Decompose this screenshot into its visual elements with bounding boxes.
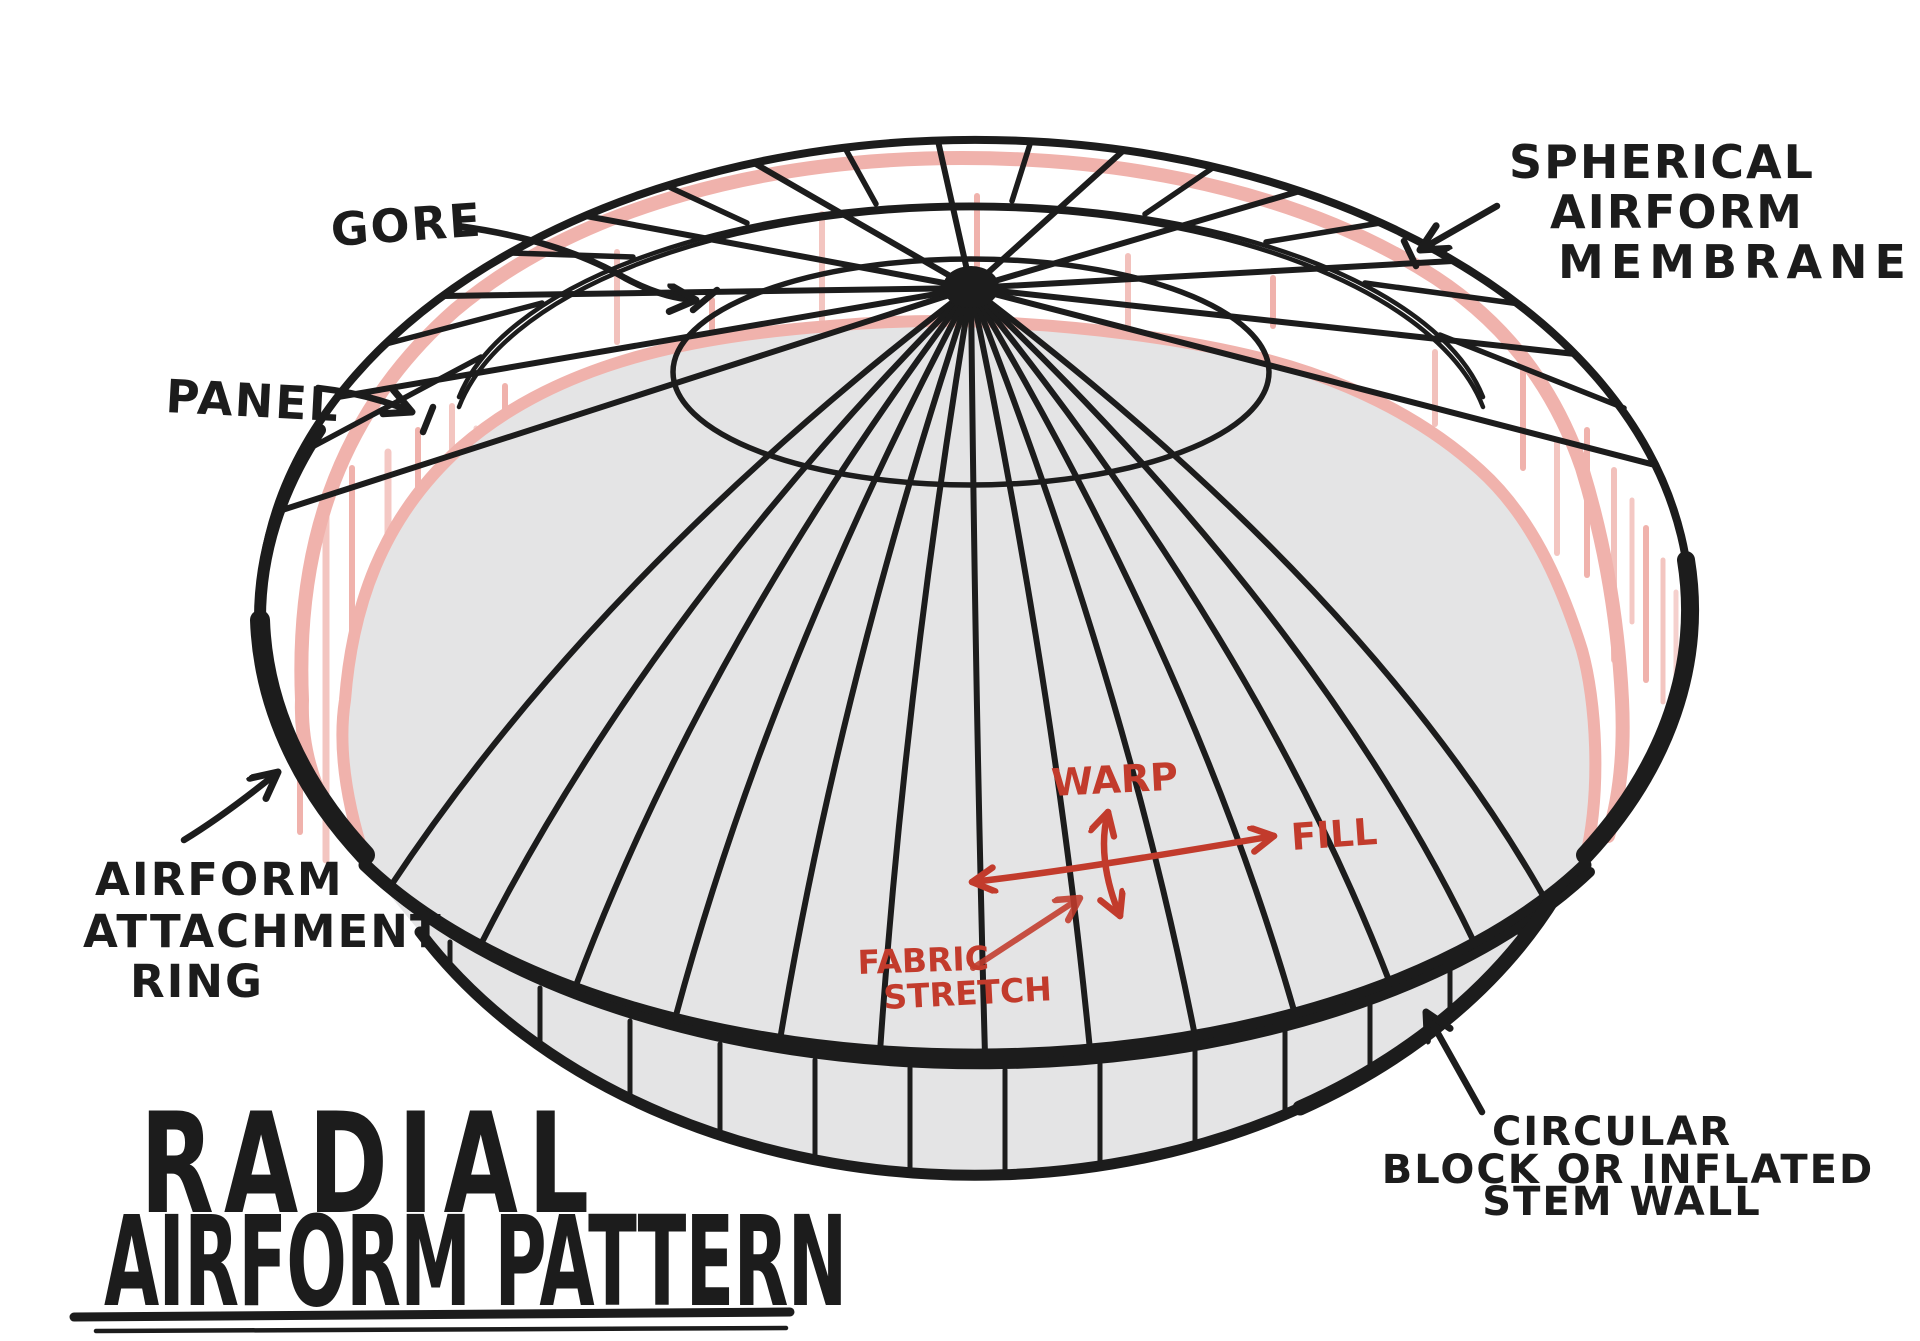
membrane-arrow-tick [1400, 237, 1420, 270]
panel-arrow-tick [419, 403, 437, 436]
stem-wall-joints [447, 926, 1523, 1177]
svg-text:MEMBRANE: MEMBRANE [1558, 235, 1913, 289]
gore-lines-back [273, 138, 1658, 515]
attachment-ring-arrow [180, 772, 278, 844]
svg-text:CIRCULAR: CIRCULAR [1492, 1109, 1732, 1155]
callout-arrows [180, 202, 1501, 1116]
diagram-labels: GORE PANEL SPHERICAL AIRFORM MEMBRANE AI… [69, 135, 1913, 1334]
svg-text:FABRIC: FABRIC [857, 938, 990, 982]
membrane-wireframe [250, 135, 1699, 1181]
svg-text:STEM WALL: STEM WALL [1482, 1179, 1761, 1225]
latitude-arc-inner [456, 205, 1486, 410]
stem-wall-face [365, 865, 1585, 1176]
svg-text:BLOCK OR INFLATED: BLOCK OR INFLATED [1382, 1147, 1874, 1193]
membrane-edge-right-thick [1576, 551, 1699, 864]
attachment-ring-label: AIRFORM ATTACHMENT RING [83, 853, 443, 1008]
gore-label: GORE [329, 193, 484, 257]
svg-text:ATTACHMENT: ATTACHMENT [83, 905, 443, 958]
dome-surface [342, 321, 1596, 1176]
fabric-direction-arrows: WARP FILL FABRIC STRETCH [857, 754, 1379, 1017]
svg-text:STRETCH: STRETCH [882, 969, 1052, 1017]
fill-arrow [968, 836, 1278, 882]
svg-text:AIRFORM: AIRFORM [1550, 185, 1804, 239]
svg-text:SPHERICAL: SPHERICAL [1509, 135, 1815, 189]
latitude-arc-outer [456, 202, 1486, 400]
title-line-1: RADIAL [140, 1084, 599, 1246]
gore-arrow-tick [689, 286, 721, 314]
warp-label: WARP [1050, 754, 1179, 805]
stem-wall-label: CIRCULAR BLOCK OR INFLATED STEM WALL [1382, 1109, 1874, 1225]
fabric-stretch-label: FABRIC STRETCH [857, 938, 1053, 1017]
membrane-label: SPHERICAL AIRFORM MEMBRANE [1509, 135, 1913, 289]
panel-label: PANEL [164, 369, 341, 432]
membrane-edge-left-thick [250, 610, 375, 865]
hub-dot [943, 266, 999, 308]
diagram-title: RADIAL AIRFORM PATTERN [69, 1084, 847, 1334]
membrane-inner-band [294, 150, 1630, 855]
membrane-arrow [1420, 202, 1501, 250]
svg-text:RING: RING [130, 955, 264, 1008]
gore-lines-front [387, 285, 1548, 1058]
ring-band-lower [375, 867, 1595, 1070]
title-underline [69, 1307, 795, 1322]
title-underline-2 [93, 1325, 789, 1334]
fabric-stretch-arrow [970, 898, 1080, 971]
dome-face [342, 321, 1596, 1056]
svg-text:AIRFORM: AIRFORM [95, 853, 344, 906]
fill-label: FILL [1290, 810, 1379, 859]
stem-wall-arrow [1426, 1012, 1486, 1116]
panel-arrow [314, 384, 412, 412]
gore-arrow [454, 222, 696, 300]
